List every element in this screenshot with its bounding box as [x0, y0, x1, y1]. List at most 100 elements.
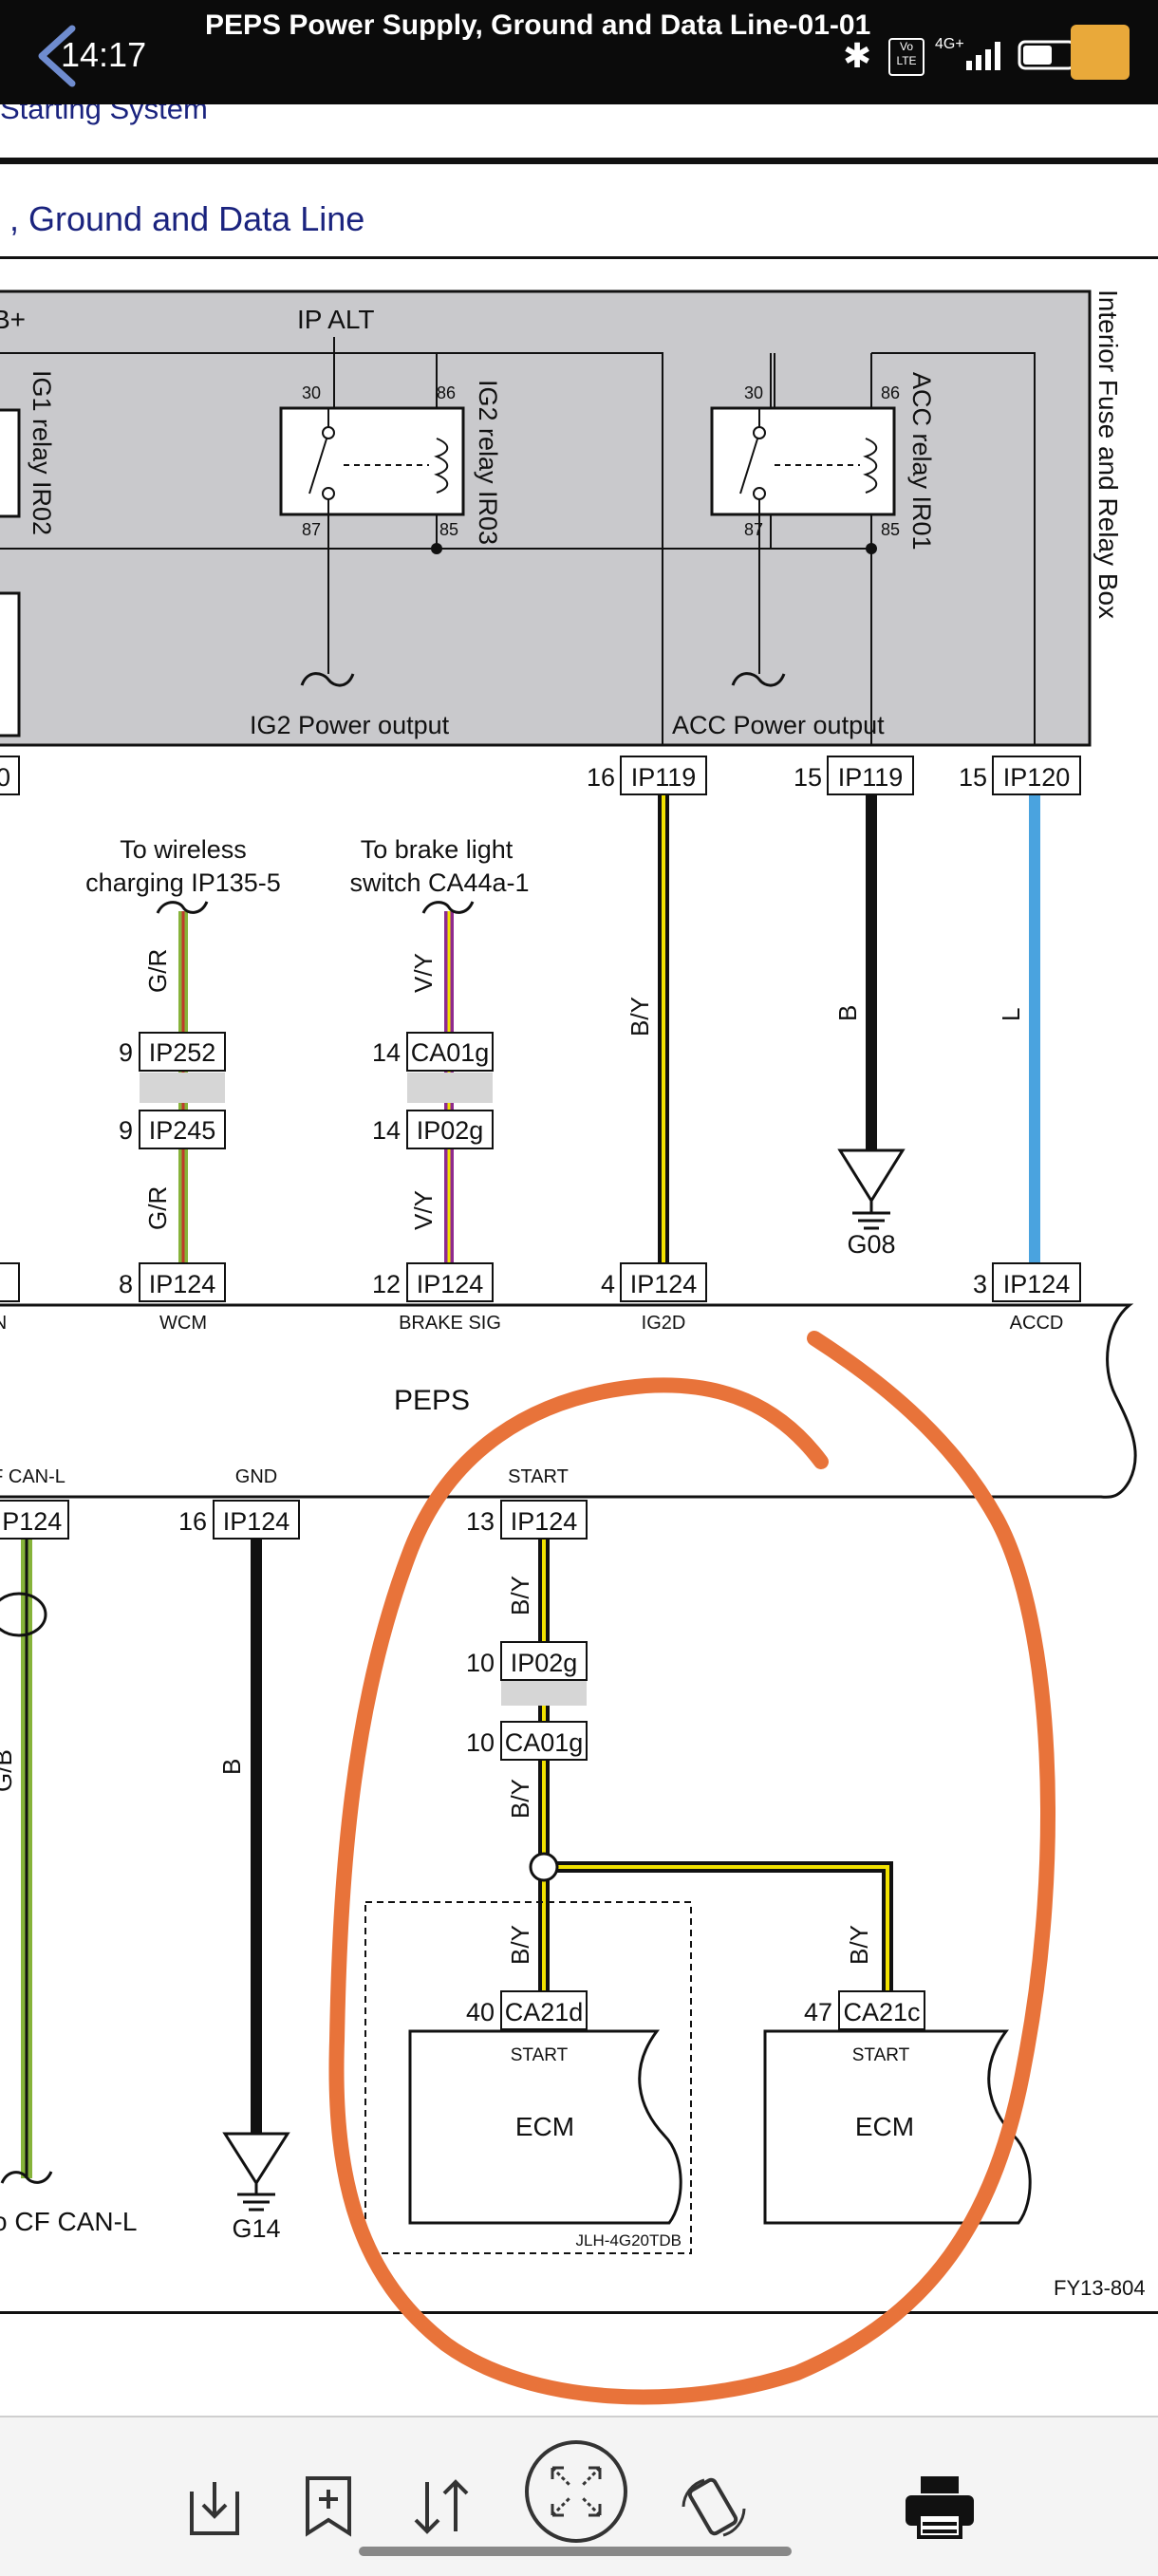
- download-icon[interactable]: [186, 2473, 243, 2539]
- peps-pin-start: START: [508, 1466, 569, 1487]
- wire-by-4: B/Y: [845, 1925, 873, 1965]
- splice-point: [529, 1852, 559, 1882]
- ecm-right-pin: START: [852, 2045, 910, 2065]
- ig2-power-output: IG2 Power output: [250, 711, 450, 739]
- fuse-relay-box: [0, 289, 1092, 747]
- print-icon[interactable]: [902, 2473, 978, 2539]
- conn-ip119-15: IP119: [838, 763, 904, 792]
- conn-ip124-12-pin: 12: [372, 1270, 401, 1298]
- ig2-relay-label: IG2 relay IR03: [474, 380, 502, 545]
- conn-ip252-pin: 9: [119, 1038, 133, 1067]
- wire-by-2: B/Y: [506, 1779, 534, 1819]
- conn-ip119-16: IP119: [631, 763, 697, 792]
- conn-ip124-3-pin: 3: [973, 1270, 987, 1298]
- wire-b-g08: B: [833, 1005, 862, 1021]
- conn-ca01g: CA01g: [411, 1038, 490, 1067]
- peps-pin-can: F CAN-L: [0, 1466, 65, 1487]
- conn-ip124-12: IP124: [417, 1270, 484, 1298]
- home-indicator[interactable]: [359, 2547, 792, 2556]
- conn-ca21c: CA21c: [843, 1998, 920, 2026]
- rotate-icon[interactable]: [676, 2473, 752, 2543]
- wire-l-accd: L: [997, 1008, 1025, 1021]
- peps-pin-accd: ACCD: [1010, 1313, 1064, 1334]
- to-wireless-line1: To wireless: [120, 835, 247, 864]
- pin-30: 30: [302, 383, 321, 402]
- pin-30-acc: 30: [744, 383, 763, 402]
- bluetooth-icon: ✱: [843, 36, 872, 75]
- connector-0: 0: [0, 763, 10, 792]
- conn-ip124-3: IP124: [1003, 1270, 1071, 1298]
- conn-ip120: IP120: [1003, 763, 1071, 792]
- conn-ip245-pin: 9: [119, 1116, 133, 1145]
- pin-86-acc: 86: [881, 383, 900, 402]
- ecm-variant-box: [364, 1901, 692, 2254]
- peps-title: PEPS: [394, 1385, 470, 1416]
- ig2-relay: [279, 406, 465, 516]
- status-time: 14:17: [61, 35, 147, 74]
- wire-gr-top: G/R: [143, 949, 172, 993]
- acc-relay-label: ACC relay IR01: [907, 372, 936, 551]
- b-plus-label: B+: [0, 305, 26, 334]
- ecm-variant-label: JLH-4G20TDB: [576, 2231, 682, 2249]
- to-cf-can-l: o CF CAN-L: [0, 2207, 137, 2236]
- ecm-left-label: ECM: [515, 2112, 574, 2141]
- ig1-relay-label: IG1 relay IR02: [28, 370, 56, 535]
- ecm-left-pin: START: [511, 2045, 569, 2065]
- conn-ca01g-10-pin: 10: [466, 1728, 495, 1757]
- ecm-right-label: ECM: [855, 2112, 914, 2141]
- to-brake-line2: switch CA44a-1: [349, 868, 529, 897]
- conn-ip124-13-pin: 13: [466, 1507, 495, 1536]
- app-icon[interactable]: [1071, 25, 1130, 80]
- to-wireless-line2: charging IP135-5: [85, 868, 281, 897]
- pin-85-acc: 85: [881, 520, 900, 539]
- section-title: , Ground and Data Line: [9, 199, 364, 238]
- network-label: 4G+: [935, 36, 964, 52]
- bookmark-add-icon[interactable]: [302, 2473, 355, 2539]
- wire-vy-top: V/Y: [409, 953, 438, 993]
- ip-alt-label: IP ALT: [297, 305, 374, 334]
- pin-85: 85: [439, 520, 458, 539]
- pin-87-acc: 87: [744, 520, 763, 539]
- conn-ip124-16-pin: 16: [178, 1507, 207, 1536]
- conn-ip124-16: IP124: [223, 1507, 290, 1536]
- wire-by-3: B/Y: [506, 1925, 534, 1965]
- back-arrow-icon[interactable]: [28, 23, 85, 89]
- peps-pin-wcm: WCM: [159, 1313, 207, 1334]
- conn-ip124-can: IP124: [0, 1507, 62, 1536]
- ecm-left: [408, 2029, 682, 2225]
- conn-ip119-16-pin: 16: [587, 763, 615, 792]
- conn-ip124-8: IP124: [149, 1270, 216, 1298]
- to-brake-line1: To brake light: [361, 835, 514, 864]
- conn-ca01g-10: CA01g: [505, 1728, 584, 1757]
- conn-ca21d-pin: 40: [466, 1998, 495, 2026]
- ground-g14: G14: [232, 2214, 280, 2243]
- sort-icon[interactable]: [408, 2473, 475, 2539]
- conn-ip120-pin: 15: [959, 763, 987, 792]
- conn-ip02g-10: IP02g: [511, 1649, 578, 1677]
- conn-ip252: IP252: [149, 1038, 216, 1067]
- conn-ip124-4-pin: 4: [601, 1270, 615, 1298]
- acc-relay: [710, 406, 896, 516]
- wire-b-gnd: B: [217, 1759, 246, 1775]
- ground-g08: G08: [847, 1230, 895, 1259]
- status-bar: 14:17 PEPS Power Supply, Ground and Data…: [0, 0, 1158, 104]
- conn-ip02g-pin: 14: [372, 1116, 401, 1145]
- acc-power-output: ACC Power output: [672, 711, 885, 739]
- wire-by-ig2d: B/Y: [626, 997, 654, 1036]
- fit-screen-icon[interactable]: [524, 2439, 628, 2544]
- wire-gr-bottom: G/R: [143, 1186, 172, 1230]
- splice-ca01g-ip02g: [407, 1073, 493, 1103]
- conn-ip02g-10-pin: 10: [466, 1649, 495, 1677]
- peps-pin-brake: BRAKE SIG: [399, 1313, 501, 1334]
- conn-ip245: IP245: [149, 1116, 216, 1145]
- conn-ca21c-pin: 47: [804, 1998, 832, 2026]
- conn-ip02g: IP02g: [417, 1116, 484, 1145]
- conn-ca21d: CA21d: [505, 1998, 584, 2026]
- wire-vy-bottom: V/Y: [409, 1190, 438, 1230]
- conn-ip124-8-pin: 8: [119, 1270, 133, 1298]
- splice-ip252-ip245: [140, 1073, 225, 1103]
- peps-pin-n: N: [0, 1313, 7, 1334]
- wire-by-1: B/Y: [506, 1576, 534, 1615]
- signal-icon: [966, 42, 1000, 70]
